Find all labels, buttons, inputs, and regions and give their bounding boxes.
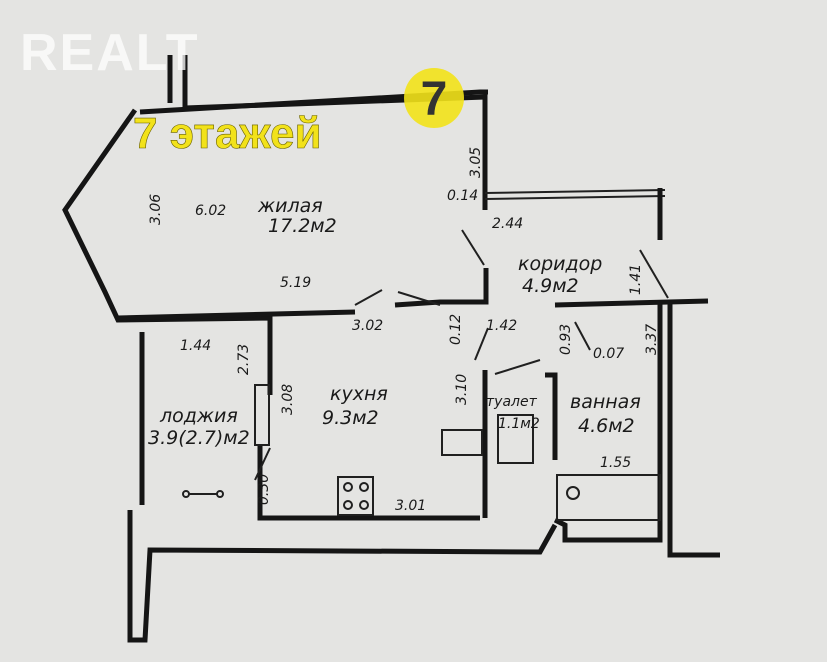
dim-label: 3.06 xyxy=(148,194,164,225)
room-toilet-name: туалет xyxy=(486,394,538,410)
floor-badge: 7 xyxy=(404,68,464,128)
dim-label: 3.05 xyxy=(468,147,484,178)
room-corridor-name: коридор xyxy=(518,253,602,275)
room-bathroom-area: 4.6м2 xyxy=(578,415,635,437)
room-loggia-name: лоджия xyxy=(159,405,238,427)
room-living-name: жилая xyxy=(257,195,323,217)
floor-count-label: 7 этажей xyxy=(133,109,322,158)
dim-label: 3.08 xyxy=(280,384,296,415)
stove-icon xyxy=(337,476,374,516)
dim-label: 1.44 xyxy=(180,338,211,354)
dim-label: 0.07 xyxy=(593,346,624,362)
room-corridor-area: 4.9м2 xyxy=(522,275,579,297)
dim-label: 2.73 xyxy=(236,344,252,375)
floor-badge-number: 7 xyxy=(421,73,448,126)
dim-label: 0.30 xyxy=(256,474,272,505)
dim-label: 1.55 xyxy=(600,455,631,471)
room-toilet-area: 1.1м2 xyxy=(498,416,540,432)
dim-label: 1.41 xyxy=(628,264,644,295)
dim-label: 2.44 xyxy=(492,216,523,232)
room-loggia-area: 3.9(2.7)м2 xyxy=(148,427,250,449)
dim-label: 3.02 xyxy=(352,318,383,334)
dim-label: 3.10 xyxy=(454,374,470,405)
room-living-area: 17.2м2 xyxy=(268,215,337,237)
dim-label: 1.42 xyxy=(486,318,517,334)
realt-watermark: REALT xyxy=(20,24,199,82)
dim-label: 0.12 xyxy=(448,314,464,345)
room-bathroom-name: ванная xyxy=(570,391,641,413)
dim-label: 0.93 xyxy=(558,324,574,355)
room-kitchen-area: 9.3м2 xyxy=(322,407,379,429)
dim-label: 3.01 xyxy=(395,498,426,514)
dim-label: 6.02 xyxy=(195,203,226,219)
dim-label: 0.14 xyxy=(447,188,478,204)
dim-label: 5.19 xyxy=(280,275,311,291)
walls xyxy=(62,55,720,643)
dimension-labels: 3.06 6.02 3.05 0.14 2.44 5.19 1.41 3.02 … xyxy=(148,147,660,514)
room-kitchen-name: кухня xyxy=(330,383,388,405)
dim-label: 3.37 xyxy=(644,324,660,355)
